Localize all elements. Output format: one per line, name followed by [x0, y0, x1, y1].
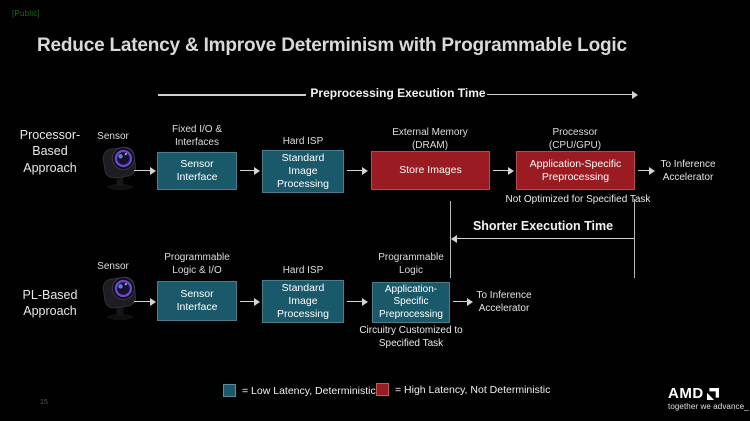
legend-low-latency-label: = Low Latency, Deterministic: [242, 385, 376, 397]
pl-stage1-top-label: Programmable Logic & I/O: [164, 252, 230, 276]
amd-logo: AMD: [668, 386, 719, 401]
flow-arrow-icon: [493, 166, 514, 175]
pl-sensor-label: Sensor: [97, 261, 129, 272]
pl-stage2-top-label: Hard ISP: [282, 265, 324, 276]
pl-approach-label: PL-Based Approach: [22, 288, 78, 319]
amd-logo-text: AMD: [668, 385, 704, 402]
timeline-arrow-right-icon: [487, 90, 638, 99]
processor-stage2-top-label: Hard ISP: [282, 136, 324, 147]
processor-sensor-interface-box: Sensor Interface: [157, 152, 237, 190]
amd-tagline: together we advance_: [668, 402, 749, 411]
processor-standard-image-processing-box: Standard Image Processing: [262, 150, 344, 193]
timeline-line-left: [158, 94, 306, 96]
camera-sensor-icon: [102, 146, 137, 191]
processor-app-specific-preprocessing-box: Application-Specific Preprocessing: [516, 151, 635, 190]
flow-arrow-icon: [134, 297, 156, 306]
page-title: Reduce Latency & Improve Determinism wit…: [37, 35, 627, 56]
processor-output-label: To Inference Accelerator: [660, 159, 716, 183]
processor-stage4-note: Not Optimized for Specified Task: [505, 194, 651, 205]
timeline-label: Preprocessing Execution Time: [310, 86, 486, 100]
classification-label: [Public]: [12, 9, 40, 18]
flow-arrow-icon: [240, 297, 260, 306]
pl-sensor-interface-box: Sensor Interface: [157, 281, 237, 321]
pl-standard-image-processing-box: Standard Image Processing: [262, 280, 344, 323]
bracket-line-right: [634, 199, 635, 278]
processor-stage3-top-label: External Memory (DRAM): [392, 127, 468, 151]
pl-app-specific-preprocessing-box: Application- Specific Preprocessing: [372, 282, 450, 323]
bracket-line-left: [450, 201, 451, 278]
flow-arrow-icon: [347, 166, 368, 175]
camera-sensor-icon: [102, 276, 137, 321]
processor-store-images-box: Store Images: [371, 151, 490, 190]
pl-stage3-top-label: Programmable Logic: [378, 252, 444, 276]
legend-teal-swatch: [223, 384, 236, 397]
flow-arrow-icon: [638, 166, 655, 175]
legend-red-swatch: [376, 383, 389, 396]
processor-stage1-top-label: Fixed I/O & Interfaces: [171, 124, 222, 148]
flow-arrow-icon: [347, 297, 368, 306]
processor-stage4-top-label: Processor (CPU/GPU): [548, 127, 602, 151]
shorter-execution-label: Shorter Execution Time: [472, 219, 614, 233]
shorter-execution-arrow-left-icon: [451, 234, 634, 243]
slide-number: 15: [40, 399, 48, 406]
amd-arrow-icon: [706, 387, 719, 400]
flow-arrow-icon: [453, 297, 473, 306]
processor-sensor-label: Sensor: [97, 131, 129, 142]
pl-output-label: To Inference Accelerator: [476, 290, 532, 314]
flow-arrow-icon: [134, 166, 156, 175]
legend-high-latency-label: = High Latency, Not Deterministic: [395, 384, 551, 396]
pl-stage3-note: Circuitry Customized to Specified Task: [359, 325, 463, 349]
processor-approach-label: Processor- Based Approach: [19, 128, 81, 175]
flow-arrow-icon: [240, 166, 260, 175]
